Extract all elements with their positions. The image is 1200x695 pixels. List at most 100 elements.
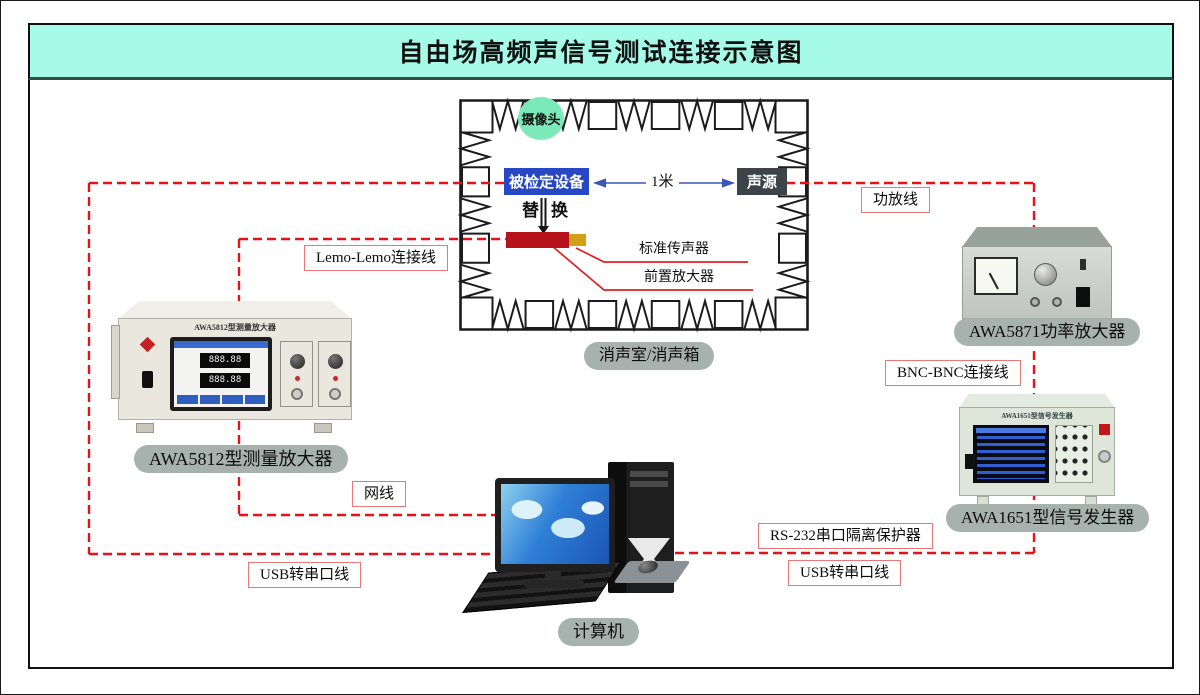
measuring-amplifier-device: AWA5812型测量放大器 888.88 888.88 <box>111 301 356 433</box>
measuring-amplifier-handle <box>111 325 120 399</box>
toggle-switch <box>1080 259 1086 270</box>
camera-label: 摄像头 <box>521 112 561 127</box>
chamber-wall-segment <box>587 101 618 130</box>
channel-1-panel <box>280 341 313 407</box>
rs232-isolator-label: RS-232串口隔离保护器 <box>758 523 933 549</box>
device-under-test-box: 被检定设备 <box>504 168 589 195</box>
chamber-wall-segment <box>713 101 744 130</box>
signal-generator-device: AWA1651型信号发生器 <box>951 394 1123 513</box>
usb-serial-cable-label-left: USB转串口线 <box>248 562 362 588</box>
signal-generator-screen <box>973 425 1049 483</box>
keypad <box>1055 425 1093 483</box>
monitor-screen <box>501 484 609 564</box>
channel-1-led <box>295 376 300 381</box>
chamber-wall-segment <box>461 232 490 264</box>
monitor-stand <box>545 571 561 581</box>
screen-header-bar <box>174 341 268 348</box>
chamber-wall-segment <box>524 300 555 329</box>
preamplifier-bar <box>506 232 569 248</box>
measuring-amplifier-panel-title: AWA5812型测量放大器 <box>194 323 276 332</box>
signal-generator-top-face <box>959 394 1115 408</box>
camera-marker: 摄像头 <box>518 97 564 140</box>
computer-monitor <box>495 478 615 572</box>
output-connector-2 <box>1052 297 1062 307</box>
optical-drive-slot <box>630 471 668 477</box>
chamber-wall-segment <box>774 99 809 134</box>
anechoic-chamber-walls <box>457 97 811 333</box>
power-amplifier-caption: AWA5871功率放大器 <box>954 318 1141 346</box>
title-bar: 自由场高频声信号测试连接示意图 <box>28 23 1174 80</box>
preamplifier-label: 前置放大器 <box>644 270 714 285</box>
lemo-lemo-cable-label: Lemo-Lemo连接线 <box>304 245 448 271</box>
power-amp-line-label: 功放线 <box>861 187 931 213</box>
power-switch <box>142 371 153 388</box>
chamber-wall-segment <box>650 300 681 329</box>
channel-2-panel <box>318 341 351 407</box>
meter-needle <box>988 272 999 290</box>
chamber-wall-segment <box>743 297 777 333</box>
chamber-wall-segment <box>680 97 714 133</box>
level-display-1: 888.88 <box>200 353 250 368</box>
channel-2-knob <box>328 354 343 369</box>
power-switch <box>965 454 975 469</box>
chamber-wall-segment <box>459 99 809 331</box>
chamber-wall-segment <box>775 197 811 233</box>
sound-source-label: 声源 <box>746 175 777 191</box>
swap-label-right: 换 <box>551 201 568 220</box>
brand-logo-icon <box>1099 424 1110 435</box>
signal-generator-caption: AWA1651型信号发生器 <box>946 504 1150 532</box>
screen-header-bar <box>976 428 1046 433</box>
channel-2-led <box>333 376 338 381</box>
chamber-wall-segment <box>617 97 651 133</box>
chamber-wall-segment <box>457 131 493 167</box>
swap-label-left: 替 <box>522 201 539 220</box>
power-amplifier-device <box>956 227 1118 322</box>
channel-1-knob <box>290 354 305 369</box>
network-cable-label: 网线 <box>352 481 407 507</box>
signal-generator-panel-title: AWA1651型信号发生器 <box>1001 412 1073 420</box>
device-foot <box>136 423 154 433</box>
analog-meter <box>974 257 1018 295</box>
chamber-wall-segment <box>713 300 744 329</box>
sound-source-box: 声源 <box>737 168 787 195</box>
power-switch <box>1076 287 1090 307</box>
chamber-wall-segment <box>778 232 807 264</box>
measuring-amplifier-top-face <box>118 301 352 319</box>
power-amplifier-top-face <box>962 227 1112 247</box>
usb-serial-cable-label-right: USB转串口线 <box>788 560 902 586</box>
chamber-wall-segment <box>459 99 494 134</box>
chamber-wall-segment <box>457 197 493 233</box>
screen-rows <box>977 436 1045 479</box>
measuring-amplifier-caption: AWA5812型测量放大器 <box>134 445 348 473</box>
distance-label: 1米 <box>646 171 679 193</box>
output-connector-1 <box>1030 297 1040 307</box>
chamber-wall-segment <box>743 97 777 133</box>
page-title: 自由场高频声信号测试连接示意图 <box>398 40 804 67</box>
channel-1-bnc-connector <box>291 388 303 400</box>
chamber-wall-segment <box>775 131 811 167</box>
device-under-test-label: 被检定设备 <box>508 175 584 191</box>
bnc-bnc-cable-label: BNC-BNC连接线 <box>885 360 1021 386</box>
chamber-wall-segment <box>461 166 490 198</box>
channel-2-bnc-connector <box>329 388 341 400</box>
output-bnc-connector <box>1098 450 1111 463</box>
screen-buttons <box>177 395 265 404</box>
optical-drive-slot <box>630 481 668 487</box>
chamber-caption: 消声室/消声箱 <box>584 342 715 370</box>
standard-microphone-label: 标准传声器 <box>639 242 709 257</box>
measuring-amplifier-screen: 888.88 888.88 <box>174 341 268 407</box>
device-foot <box>314 423 332 433</box>
chamber-wall-segment <box>617 297 651 333</box>
chamber-wall-segment <box>774 296 809 331</box>
chamber-wall-segment <box>491 297 525 333</box>
monitor-base <box>524 580 584 588</box>
gain-knob <box>1034 263 1057 286</box>
computer-caption: 计算机 <box>558 618 639 646</box>
chamber-wall-segment <box>680 297 714 333</box>
chamber-wall-segment <box>650 101 681 130</box>
level-display-2: 888.88 <box>200 373 250 388</box>
chamber-wall-segment <box>775 263 811 299</box>
chamber-wall-segment <box>587 300 618 329</box>
chamber-wall-segment <box>457 263 493 299</box>
